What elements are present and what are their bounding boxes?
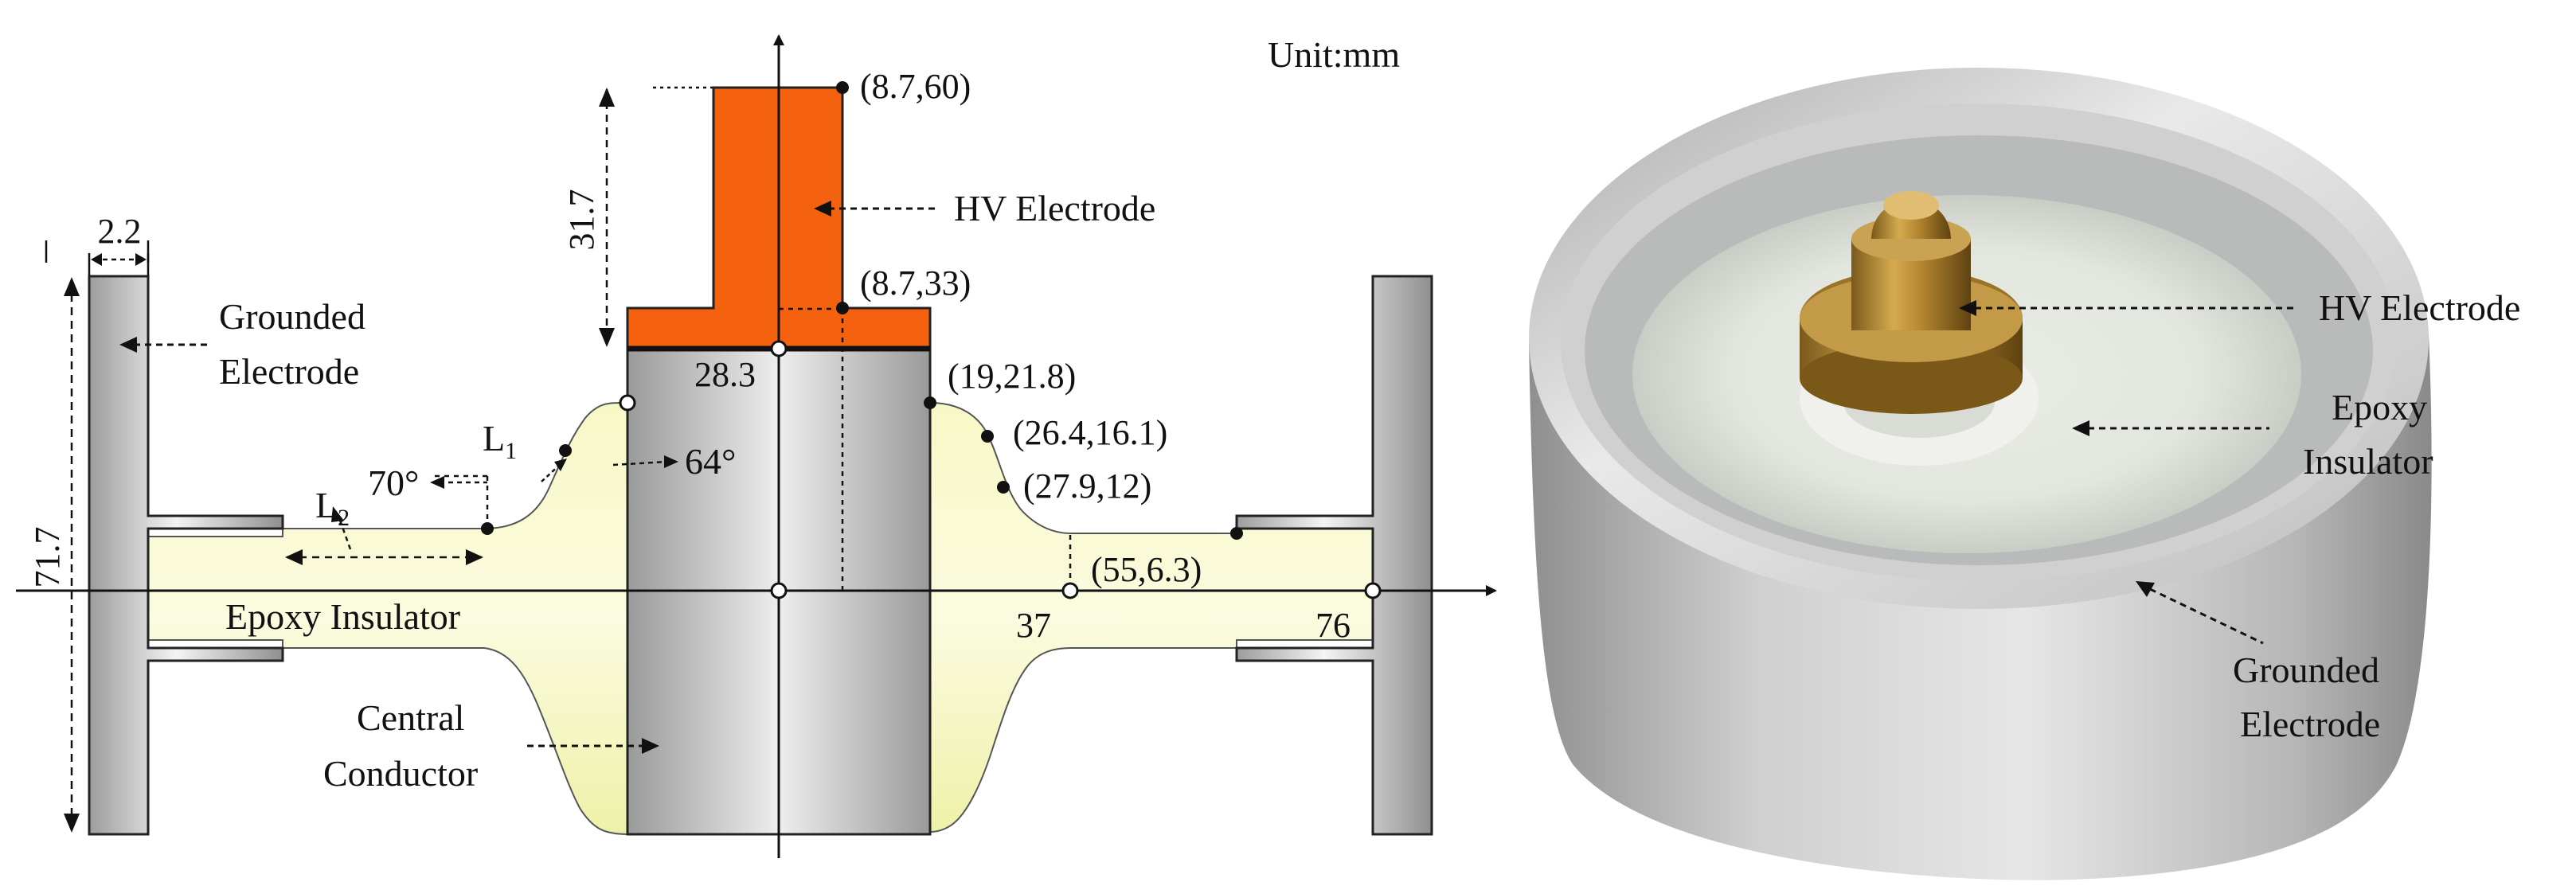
dim-total-height-label: 71.7 xyxy=(28,527,67,588)
photo-hv-leader xyxy=(1959,300,2293,316)
photo-epoxy-label-1: Epoxy xyxy=(2332,387,2427,427)
dim-flange-thickness xyxy=(88,253,150,275)
point-marker xyxy=(481,522,494,535)
point-marker-open xyxy=(1061,582,1079,599)
photo-annotations: HV Electrode Epoxy Insulator Grounded El… xyxy=(1959,287,2520,744)
cross-section-diagram: 71.7 2.2 31.7 L2 xyxy=(16,34,1497,858)
point-marker xyxy=(924,396,936,409)
point-label-4: (26.4,16.1) xyxy=(1013,413,1167,452)
point-marker-open xyxy=(619,394,636,412)
dim-l2 xyxy=(285,506,483,565)
photo-grounded-label-2: Electrode xyxy=(2240,704,2380,744)
point-label-6: (55,6.3) xyxy=(1091,550,1202,589)
point-markers xyxy=(481,81,1382,599)
angle-right-marker xyxy=(612,455,678,468)
grounded-electrode-label-2: Electrode xyxy=(219,351,359,392)
point-label-5: (27.9,12) xyxy=(1023,466,1151,505)
reference-lines xyxy=(45,86,1072,591)
epoxy-insulator-shape-right xyxy=(929,401,1374,833)
point-marker xyxy=(997,481,1010,494)
dim-l1-label: L1 xyxy=(483,418,517,464)
angle-left-marker xyxy=(430,476,487,489)
point-marker xyxy=(1230,527,1243,540)
photo-grounded-leader xyxy=(2136,581,2264,645)
photo-brass-tip-cap xyxy=(1883,191,1939,220)
dim-flange-thickness-label: 2.2 xyxy=(98,212,142,251)
photo-epoxy-leader xyxy=(2072,420,2269,436)
grounded-electrode-right xyxy=(1235,275,1433,836)
hv-electrode-label: HV Electrode xyxy=(954,188,1155,228)
point-marker-open xyxy=(770,340,788,357)
central-conductor-label-1: Central xyxy=(357,697,464,738)
unit-label: Unit:mm xyxy=(1268,34,1400,75)
grounded-electrode-left xyxy=(88,275,284,836)
grounded-electrode-label-1: Grounded xyxy=(219,296,365,337)
photo-grounded-label-1: Grounded xyxy=(2233,650,2379,690)
point-marker xyxy=(559,444,572,457)
point-label-2: (8.7,33) xyxy=(860,263,971,302)
point-marker-open xyxy=(1364,582,1382,599)
grounded-electrode-leader xyxy=(119,337,209,353)
angle-right-label: 64° xyxy=(685,441,736,482)
epoxy-insulator-shape xyxy=(147,401,628,836)
point-label-1: (8.7,60) xyxy=(860,67,971,106)
dim-electrode-height xyxy=(599,88,615,347)
dim-electrode-height-label: 31.7 xyxy=(562,189,601,251)
point-marker-open xyxy=(770,582,788,599)
dim-l1 xyxy=(541,459,567,482)
central-conductor-leader xyxy=(527,738,659,754)
dim-total-height xyxy=(64,277,80,833)
photo-hv-electrode-label: HV Electrode xyxy=(2319,287,2520,328)
photo-brass-flange-bottom xyxy=(1800,342,2023,414)
conductor-radius-label: 28.3 xyxy=(694,355,756,394)
point-marker xyxy=(981,430,994,443)
photo-epoxy-label-2: Insulator xyxy=(2303,441,2433,482)
dim-l2-label: L2 xyxy=(315,485,350,531)
outer-radius-label: 76 xyxy=(1315,606,1351,645)
angle-left-label: 70° xyxy=(368,463,419,503)
central-conductor-label-2: Conductor xyxy=(323,753,478,794)
point-marker xyxy=(836,81,849,94)
photo-illustration xyxy=(1529,68,2432,880)
hv-electrode-leader xyxy=(814,201,940,217)
epoxy-insulator-label: Epoxy Insulator xyxy=(225,596,460,637)
insulator-end-label: 37 xyxy=(1016,606,1051,645)
point-label-3: (19,21.8) xyxy=(948,357,1076,396)
point-marker xyxy=(836,302,849,314)
